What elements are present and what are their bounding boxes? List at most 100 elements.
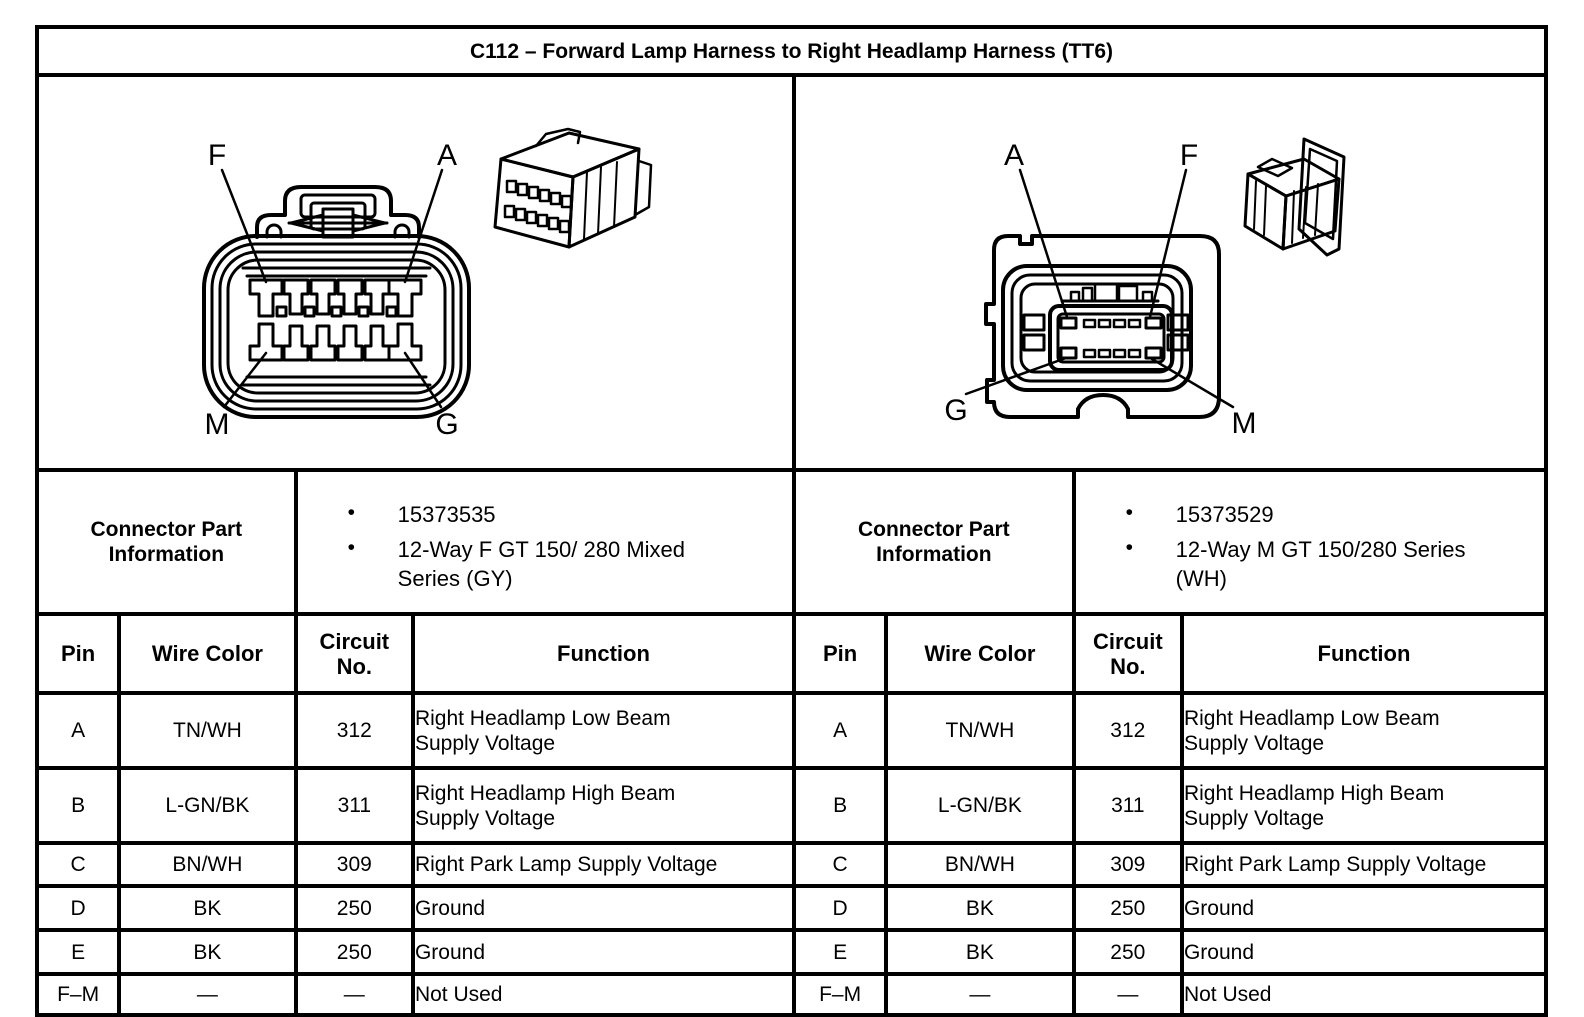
header-circuit-no: Circuit No. <box>1071 612 1184 695</box>
pin-label-m: M <box>205 408 230 441</box>
leader-line-g <box>964 356 1068 396</box>
list-item: • 15373529 <box>1125 500 1542 529</box>
pin-cell: F–M <box>791 972 889 1017</box>
female-connector-diagram: F A M G <box>202 127 653 441</box>
circuit-cell: 250 <box>1071 884 1184 932</box>
male-connector-3d-view <box>1243 137 1346 257</box>
female-connector-3d-view <box>493 127 653 249</box>
wire-color-cell: BN/WH <box>117 841 298 888</box>
circuit-cell: — <box>1071 972 1184 1017</box>
female-connector-front-view: F A M G <box>202 139 471 441</box>
terminal-cavities <box>248 278 423 362</box>
header-circuit-no: Circuit No. <box>293 612 415 695</box>
title-row: C112 – Forward Lamp Harness to Right Hea… <box>35 25 1548 77</box>
pin-cell: E <box>34 928 122 976</box>
pin-cell: B <box>791 766 889 845</box>
list-item: • 12-Way F GT 150/ 280 Mixed Series (GY) <box>347 535 790 593</box>
wire-color-cell: — <box>884 972 1076 1017</box>
list-item: • 12-Way M GT 150/280 Series (WH) <box>1125 535 1542 593</box>
header-wire-color: Wire Color <box>884 612 1076 695</box>
castellations <box>1060 282 1160 303</box>
leader-line-m <box>1150 357 1235 409</box>
leader-line-a <box>1018 168 1069 319</box>
function-cell: Ground <box>1179 884 1549 932</box>
wire-color-cell: TN/WH <box>117 691 298 770</box>
terminal-holes-3d <box>503 179 573 234</box>
male-connector-diagram-cell: A F G M <box>791 73 1549 472</box>
part-info-label-right: Connector Part Information <box>791 468 1076 616</box>
function-cell: Right Park Lamp Supply Voltage <box>410 841 796 888</box>
terminal-pins <box>1059 316 1163 360</box>
circuit-cell: — <box>293 972 415 1017</box>
function-cell: Ground <box>410 884 796 932</box>
bullet-icon: • <box>347 500 356 524</box>
function-cell: Right Headlamp Low Beam Supply Voltage <box>1179 691 1549 770</box>
part-description: 12-Way F GT 150/ 280 Mixed Series (GY) <box>397 536 685 591</box>
table-row: B L-GN/BK 311 Right Headlamp High Beam S… <box>34 766 1549 845</box>
pin-cell: D <box>34 884 122 932</box>
leader-line-f <box>220 168 268 284</box>
part-info-label-left: Connector Part Information <box>35 468 298 616</box>
function-cell: Not Used <box>410 972 796 1017</box>
pin-cell: D <box>791 884 889 932</box>
leader-line-f <box>1148 168 1188 319</box>
header-pin: Pin <box>791 612 889 695</box>
circuit-cell: 309 <box>293 841 415 888</box>
pin-cell: C <box>791 841 889 888</box>
pin-cell: C <box>34 841 122 888</box>
part-info-row: Connector Part Information • 15373535 • … <box>35 468 1549 616</box>
circuit-cell: 309 <box>1071 841 1184 888</box>
bullet-icon: • <box>1125 500 1134 524</box>
bullet-icon: • <box>1125 535 1134 559</box>
wire-color-cell: TN/WH <box>884 691 1076 770</box>
function-cell: Not Used <box>1179 972 1549 1017</box>
leader-line-g <box>403 351 443 409</box>
diagram-row: F A M G <box>35 73 1549 472</box>
part-info-list-left: • 15373535 • 12-Way F GT 150/ 280 Mixed … <box>293 468 796 616</box>
circuit-cell: 250 <box>293 928 415 976</box>
pin-label-a: A <box>437 139 457 172</box>
wire-color-cell: BK <box>117 928 298 976</box>
table-header-row: Pin Wire Color Circuit No. Function Pin … <box>34 612 1549 695</box>
circuit-cell: 250 <box>1071 928 1184 976</box>
wire-color-cell: L-GN/BK <box>117 766 298 845</box>
pin-label-f: F <box>1180 139 1198 172</box>
female-connector-diagram-cell: F A M G <box>35 73 796 472</box>
wire-color-cell: BK <box>884 884 1076 932</box>
function-cell: Right Headlamp Low Beam Supply Voltage <box>410 691 796 770</box>
header-pin: Pin <box>34 612 122 695</box>
circuit-cell: 312 <box>1071 691 1184 770</box>
circuit-cell: 250 <box>293 884 415 932</box>
part-number: 15373529 <box>1175 501 1274 527</box>
function-cell: Right Park Lamp Supply Voltage <box>1179 841 1549 888</box>
circuit-cell: 312 <box>293 691 415 770</box>
part-info-list-right: • 15373529 • 12-Way M GT 150/280 Series … <box>1071 468 1549 616</box>
male-connector-diagram: A F G M <box>944 137 1346 440</box>
pin-cell: E <box>791 928 889 976</box>
wire-color-cell: L-GN/BK <box>884 766 1076 845</box>
pin-label-f: F <box>208 139 226 172</box>
part-description: 12-Way M GT 150/280 Series (WH) <box>1175 536 1466 591</box>
table-row: E BK 250 Ground E BK 250 Ground <box>34 928 1549 976</box>
bullet-icon: • <box>347 535 356 559</box>
function-cell: Right Headlamp High Beam Supply Voltage <box>410 766 796 845</box>
wire-color-cell: BK <box>117 884 298 932</box>
pin-cell: F–M <box>34 972 122 1017</box>
page-title: C112 – Forward Lamp Harness to Right Hea… <box>35 25 1548 77</box>
function-cell: Right Headlamp High Beam Supply Voltage <box>1179 766 1549 845</box>
leader-line-a <box>403 168 444 284</box>
wire-color-cell: BK <box>884 928 1076 976</box>
connector-pinout-table: C112 – Forward Lamp Harness to Right Hea… <box>34 25 1549 1017</box>
pin-label-g: G <box>944 394 967 427</box>
table-row: A TN/WH 312 Right Headlamp Low Beam Supp… <box>34 691 1549 770</box>
list-item: • 15373535 <box>347 500 790 529</box>
pin-label-m: M <box>1231 407 1256 440</box>
male-connector-front-view: A F G M <box>944 139 1256 440</box>
wire-color-cell: BN/WH <box>884 841 1076 888</box>
part-number: 15373535 <box>397 501 496 527</box>
wire-color-cell: — <box>117 972 298 1017</box>
table-row: F–M — — Not Used F–M — — Not Used <box>34 972 1549 1017</box>
function-cell: Ground <box>1179 928 1549 976</box>
header-function: Function <box>410 612 796 695</box>
